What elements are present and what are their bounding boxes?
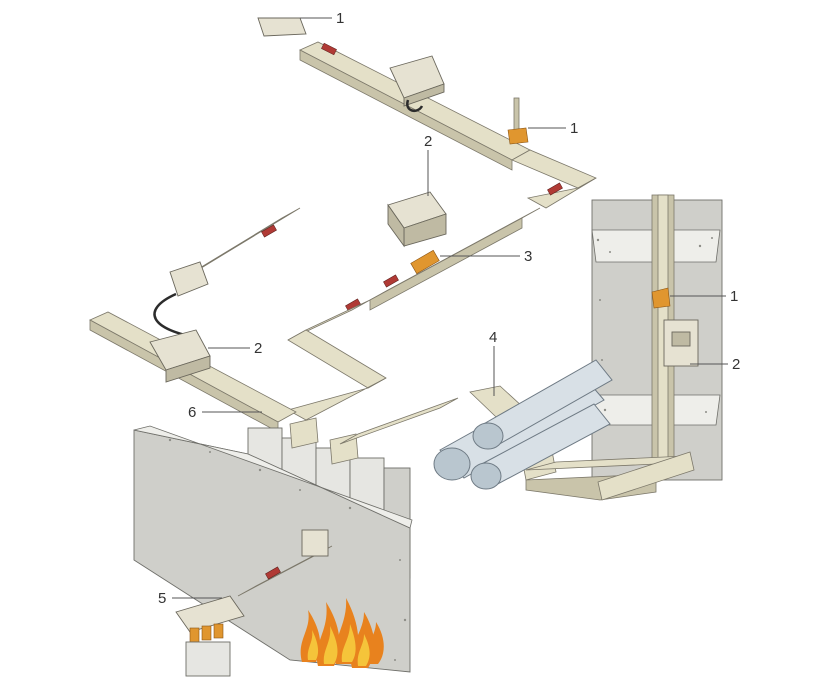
riser-tap-off-window xyxy=(671,331,691,347)
middle-busbar-run xyxy=(286,207,541,421)
callout-2c: 2 xyxy=(732,356,740,373)
flames xyxy=(300,598,384,668)
callout-2b: 2 xyxy=(254,340,262,357)
panel-riser-2 xyxy=(329,433,359,465)
right-run-end xyxy=(597,451,695,501)
top-tap-off-box-side xyxy=(403,83,445,107)
middle-run-drop xyxy=(287,329,387,389)
callout-6: 6 xyxy=(188,404,196,421)
wall-red-marker xyxy=(265,566,281,580)
callout-1a: 1 xyxy=(336,10,344,27)
fire-barrier-collar xyxy=(301,529,329,557)
pipes xyxy=(433,359,613,490)
left-red-marker xyxy=(261,224,277,238)
fire-barrier-unit xyxy=(175,595,245,633)
fuse-3 xyxy=(213,623,224,639)
riser-shaft xyxy=(591,194,723,481)
top-fixing-bracket xyxy=(507,127,529,145)
left-upper-tap-off xyxy=(169,261,209,297)
left-lower-tap-off-side xyxy=(165,355,211,383)
top-tap-off-cable xyxy=(406,99,424,113)
fire-wall-top-edge xyxy=(133,425,413,529)
callout-1b: 1 xyxy=(570,120,578,137)
callout-5: 5 xyxy=(158,590,166,607)
fuse-2 xyxy=(201,625,212,641)
top-run-bend xyxy=(511,149,597,189)
left-busbar-run xyxy=(89,207,301,433)
pipe-3-end xyxy=(470,462,502,490)
top-red-marker-2 xyxy=(547,182,563,196)
riser-fixing-bracket xyxy=(651,287,671,309)
top-run-side xyxy=(299,49,513,171)
end-cap-feed xyxy=(257,17,307,37)
callout-1c: 1 xyxy=(730,288,738,305)
panel-riser-1 xyxy=(289,417,319,449)
tap-off-unit-front xyxy=(387,203,405,248)
middle-run-side xyxy=(369,217,523,311)
middle-red-marker xyxy=(383,274,399,288)
shaft-speckles xyxy=(596,237,713,413)
through-wall-busbar xyxy=(237,545,333,597)
top-busbar-run xyxy=(257,17,597,209)
expansion-unit xyxy=(410,249,440,275)
floating-tap-off-unit xyxy=(387,191,447,248)
top-run-return xyxy=(526,177,597,209)
wall-speckles xyxy=(168,438,407,661)
callouts: 1 1 1 2 2 2 3 4 5 6 xyxy=(158,10,740,607)
callout-2a: 2 xyxy=(424,133,432,150)
barrier-base xyxy=(185,641,231,677)
callout-3: 3 xyxy=(524,248,532,265)
callout-4: 4 xyxy=(489,329,497,346)
top-red-marker xyxy=(321,42,337,56)
fire-wall xyxy=(133,425,413,677)
fuse-1 xyxy=(189,627,200,643)
pipe-2-end xyxy=(472,422,504,450)
right-run-to-pipes xyxy=(339,397,459,445)
pipe-1-end xyxy=(433,447,471,481)
